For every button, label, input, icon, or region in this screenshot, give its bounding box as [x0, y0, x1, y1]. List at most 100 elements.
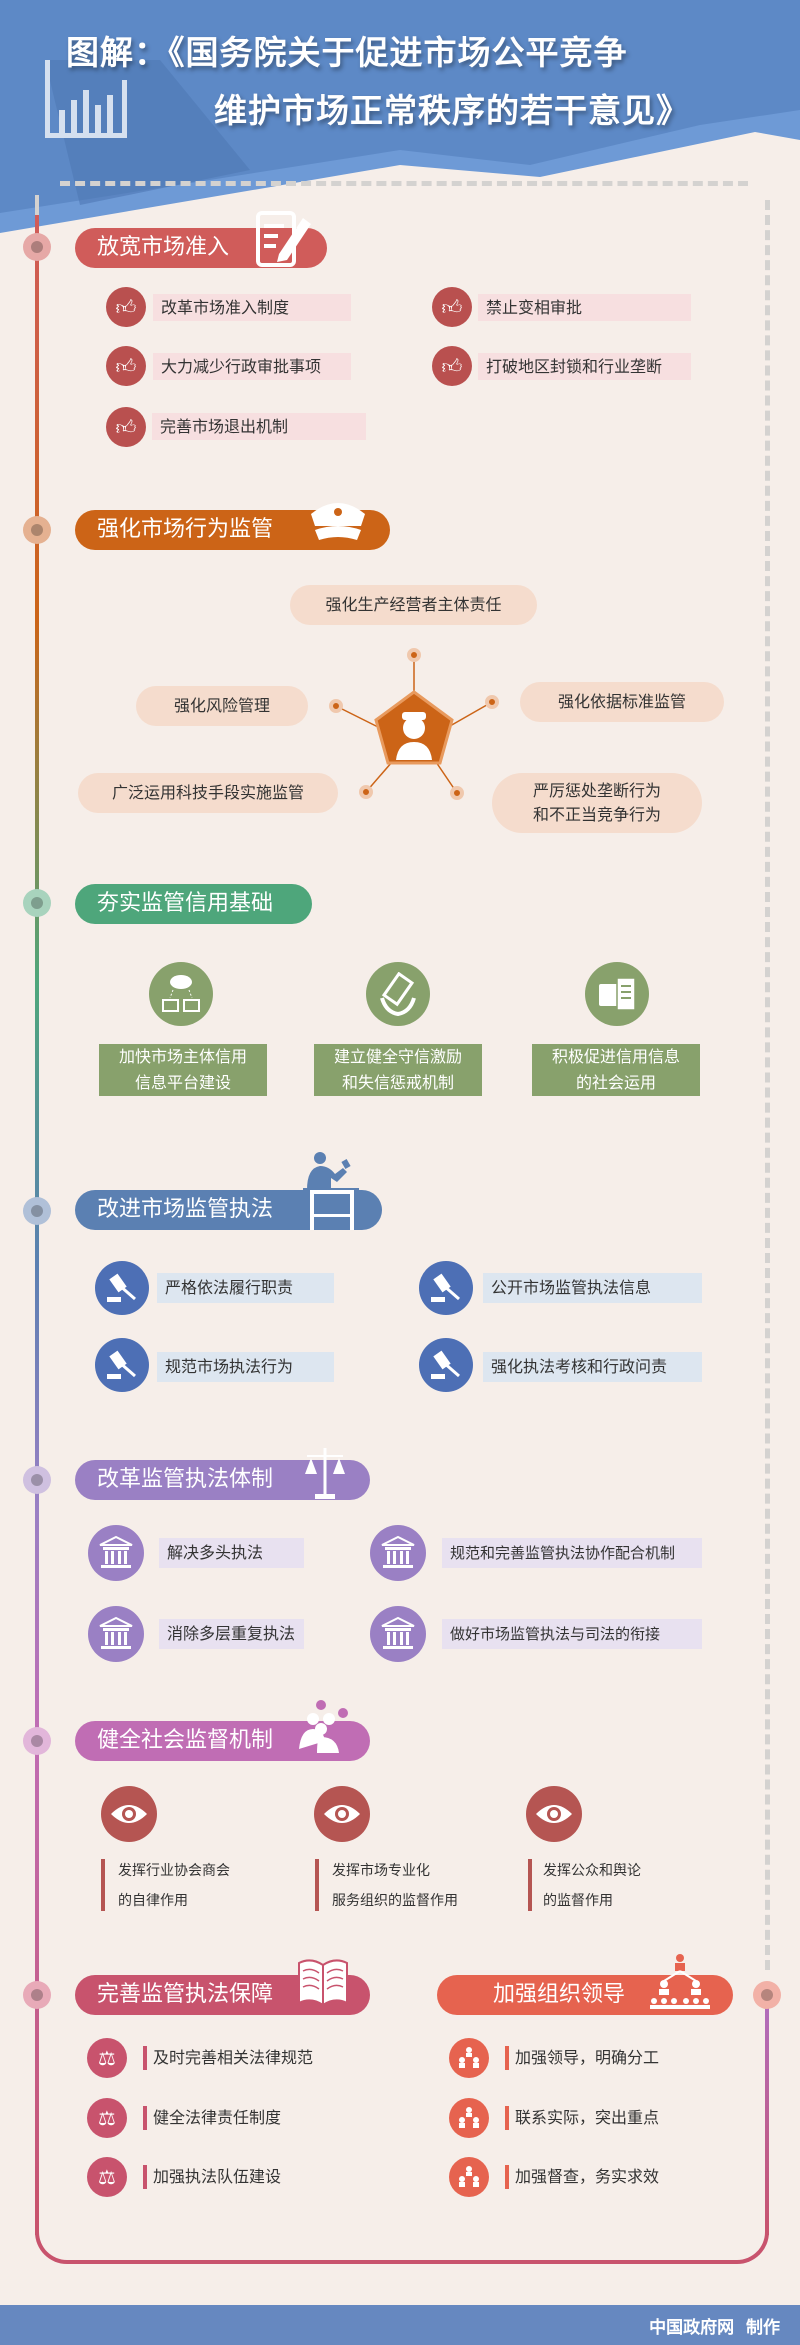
- s6-item-line2: 的自律作用: [118, 1893, 188, 1909]
- cloud-computers-icon: [149, 962, 213, 1026]
- s3-item: 加快市场主体信用信息平台建设: [99, 1044, 267, 1096]
- accent-bar: [143, 2046, 147, 2070]
- gavel-icon: [95, 1338, 149, 1392]
- s6-item: 发挥市场专业化服务组织的监督作用: [332, 1856, 458, 1916]
- s3-item-line1: 积极促进信用信息: [551, 1047, 680, 1066]
- thumbs-up-icon: 👍︎: [432, 346, 472, 386]
- list-item: 禁止变相审批: [478, 294, 691, 321]
- list-item: 严格依法履行职责: [157, 1273, 334, 1303]
- list-item: 加强执法队伍建设: [153, 2167, 282, 2186]
- eye-icon: [526, 1786, 582, 1842]
- timeline-dot-s2: [23, 516, 51, 544]
- scales-icon: ⚖: [87, 2157, 127, 2197]
- accent-bar: [505, 2046, 509, 2070]
- s2-diagram: [329, 648, 499, 800]
- list-item: 完善市场退出机制: [152, 413, 366, 440]
- accent-bar: [505, 2106, 509, 2130]
- judge-icon: [303, 1152, 359, 1192]
- footer: 中国政府网 制作: [0, 2305, 800, 2345]
- s2-item-line2: 和不正当竞争行为: [532, 805, 661, 824]
- courthouse-icon: [88, 1606, 144, 1662]
- page-title-line1: 图解：《国务院关于促进市场公平竞争: [66, 33, 628, 72]
- list-item: 公开市场监管执法信息: [483, 1273, 702, 1303]
- timeline-line: [35, 215, 39, 2235]
- scales-icon: ⚖: [87, 2038, 127, 2078]
- list-item: 规范和完善监管执法协作配合机制: [442, 1538, 702, 1568]
- accent-bar: [143, 2106, 147, 2130]
- desk-icon: [310, 1190, 354, 1230]
- accent-bar: [143, 2165, 147, 2189]
- timeline-dot-s7a: [23, 1981, 51, 2009]
- thumbs-up-icon: 👍︎: [106, 407, 146, 447]
- s2-item: 严厉惩处垄断行为 和不正当竞争行为: [492, 773, 702, 833]
- list-item: 规范市场执法行为: [157, 1352, 334, 1382]
- s3-item-line2: 信息平台建设: [134, 1073, 231, 1092]
- timeline-dot-s5: [23, 1466, 51, 1494]
- open-book-icon: [298, 1959, 348, 2007]
- s3-item: 积极促进信用信息的社会运用: [532, 1044, 700, 1096]
- courthouse-icon: [370, 1606, 426, 1662]
- accent-bar: [528, 1859, 532, 1911]
- section-header-s3: 夯实监管信用基础: [75, 884, 312, 924]
- section-header-s5: 改革监管执法体制: [75, 1448, 370, 1500]
- thumbs-up-icon: 👍︎: [432, 287, 472, 327]
- s2-item: 广泛运用科技手段实施监管: [78, 773, 338, 813]
- section-header-s1: 放宽市场准入: [75, 211, 327, 268]
- s2-item: 强化依据标准监管: [520, 682, 724, 722]
- section-header-s4: 改进市场监管执法: [75, 1190, 382, 1230]
- courthouse-icon: [88, 1525, 144, 1581]
- gavel-icon: [419, 1261, 473, 1315]
- group-people-icon: [299, 1700, 348, 1753]
- scales-icon: ⚖: [87, 2098, 127, 2138]
- eye-icon: [314, 1786, 370, 1842]
- police-cap-icon: [311, 503, 365, 540]
- section-title: 加强组织领导: [493, 1982, 626, 2007]
- list-item: 加强领导，明确分工: [515, 2048, 660, 2067]
- list-item: 改革市场准入制度: [153, 294, 351, 321]
- footer-credit: 中国政府网 制作: [649, 2318, 780, 2338]
- s6-item-line2: 服务组织的监督作用: [332, 1893, 458, 1909]
- s3-item: 建立健全守信激励和失信惩戒机制: [314, 1044, 482, 1096]
- section-title: 强化市场行为监管: [97, 517, 274, 542]
- s3-item-line2: 和失信惩戒机制: [341, 1073, 454, 1092]
- frame-left-top: [35, 195, 39, 215]
- page-title-line2: 维护市场正常秩序的若干意见》: [214, 91, 690, 130]
- timeline-dot-s6: [23, 1727, 51, 1755]
- section-title: 改进市场监管执法: [97, 1197, 274, 1222]
- list-item: 健全法律责任制度: [153, 2108, 282, 2127]
- header-banner: [0, 0, 800, 260]
- s6-item-line1: 发挥公众和舆论: [543, 1863, 641, 1879]
- section-header-s6: 健全社会监督机制: [75, 1700, 370, 1761]
- courthouse-icon: [370, 1525, 426, 1581]
- credit-card-receipt-icon: [585, 962, 649, 1026]
- section-title: 健全社会监督机制: [97, 1728, 274, 1753]
- s2-item-line1: 严厉惩处垄断行为: [532, 781, 661, 800]
- team-icon: [449, 2098, 489, 2138]
- accent-bar: [315, 1859, 319, 1911]
- scales-icon: [305, 1448, 345, 1499]
- accent-bar: [101, 1859, 105, 1911]
- section-title: 改革监管执法体制: [97, 1467, 274, 1492]
- s3-item-line1: 加快市场主体信用: [118, 1047, 247, 1066]
- gavel-icon: [95, 1261, 149, 1315]
- section-title: 完善监管执法保障: [97, 1982, 274, 2007]
- list-item: 大力减少行政审批事项: [153, 353, 351, 380]
- s6-item-line2: 的监督作用: [543, 1893, 613, 1909]
- list-item: 及时完善相关法律规范: [153, 2048, 314, 2067]
- section-title: 夯实监管信用基础: [97, 891, 274, 916]
- timeline-right-line: [765, 1995, 769, 2235]
- s3-item-line1: 建立健全守信激励: [333, 1047, 462, 1066]
- frame-bottom: [35, 2190, 769, 2264]
- thumbs-up-icon: 👍︎: [106, 346, 146, 386]
- s2-item: 强化生产经营者主体责任: [290, 585, 537, 625]
- section-header-s7b: 加强组织领导: [437, 1954, 733, 2015]
- team-icon: [449, 2038, 489, 2078]
- timeline-dot-s3: [23, 889, 51, 917]
- timeline-dot-s1: [23, 233, 51, 261]
- bar-chart-icon: [45, 60, 127, 138]
- timeline-dot-s4: [23, 1197, 51, 1225]
- list-item: 做好市场监管执法与司法的衔接: [442, 1619, 702, 1649]
- eye-icon: [101, 1786, 157, 1842]
- frame-right-dashed: [765, 200, 770, 1970]
- gavel-icon: [419, 1338, 473, 1392]
